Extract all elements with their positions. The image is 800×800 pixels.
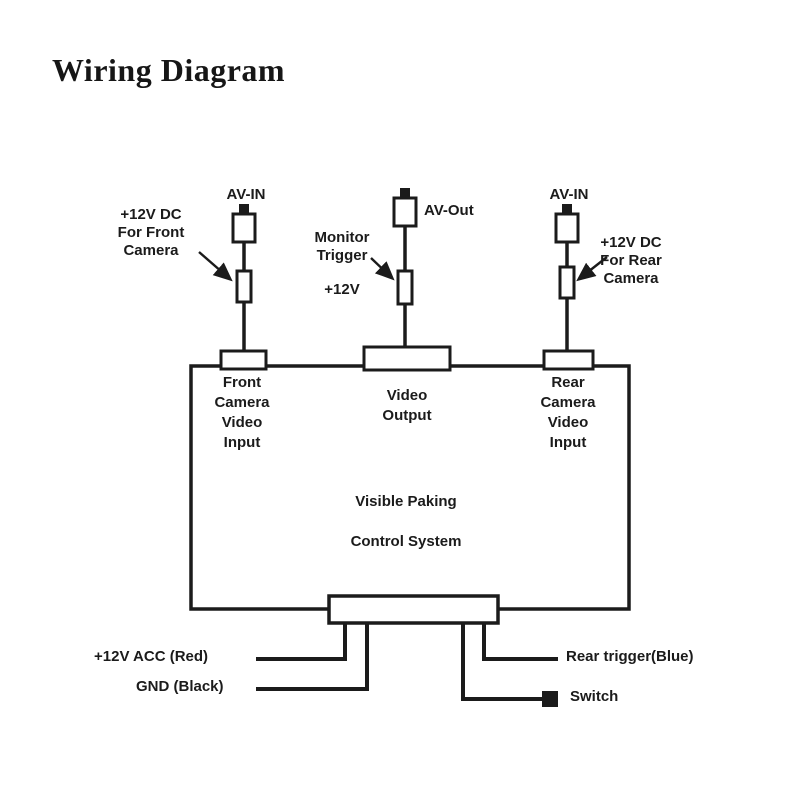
- av-in-left-label: AV-IN: [226, 186, 266, 203]
- rear-av-plug-icon: [554, 212, 580, 244]
- front-av-plug-icon: [231, 212, 257, 244]
- gnd-wire-label: GND (Black): [136, 678, 224, 695]
- front-inline-connector: [235, 269, 253, 304]
- front-power-arrow-icon: [198, 251, 233, 282]
- page-title: Wiring Diagram: [52, 52, 286, 88]
- rear-power-arrow-icon: [576, 256, 608, 282]
- system-name-line2: Control System: [350, 533, 462, 550]
- video-output-label: Video Output: [382, 387, 432, 424]
- control-system-box: [189, 364, 631, 611]
- system-name-line1: Visible Paking: [355, 493, 457, 510]
- av-in-right-label: AV-IN: [549, 186, 589, 203]
- gnd-wire: [256, 623, 369, 691]
- video-output-port: [362, 345, 452, 372]
- front-camera-power-label: +12V DC For Front Camera: [117, 206, 185, 259]
- av-out-label: AV-Out: [424, 202, 474, 219]
- front-av-plug-tip-icon: [239, 204, 249, 216]
- front-camera-video-input-label: Front Camera Video Input: [214, 374, 270, 451]
- acc-wire-label: +12V ACC (Red): [94, 648, 209, 665]
- av-out-plug-tip-icon: [400, 188, 410, 200]
- switch-terminal-icon: [542, 691, 558, 707]
- rear-inline-connector: [558, 265, 576, 300]
- monitor-trigger-voltage-label: +12V: [324, 281, 360, 298]
- monitor-trigger-arrow-icon: [370, 257, 395, 281]
- monitor-trigger-label: Monitor Trigger: [314, 229, 370, 264]
- switch-wire: [461, 623, 543, 701]
- rear-camera-video-input-label: Rear Camera Video Input: [540, 374, 596, 451]
- switch-wire-label: Switch: [570, 688, 619, 705]
- rear-camera-power-label: +12V DC For Rear Camera: [600, 234, 662, 287]
- av-out-plug-icon: [392, 196, 418, 228]
- monitor-inline-connector: [396, 269, 414, 306]
- front-video-input-port: [219, 349, 268, 371]
- rear-trigger-wire: [482, 623, 558, 661]
- rear-av-plug-tip-icon: [562, 204, 572, 216]
- bottom-harness-connector: [327, 594, 500, 625]
- rear-trigger-wire-label: Rear trigger(Blue): [566, 648, 694, 665]
- rear-video-input-port: [542, 349, 595, 371]
- acc-wire: [256, 623, 347, 661]
